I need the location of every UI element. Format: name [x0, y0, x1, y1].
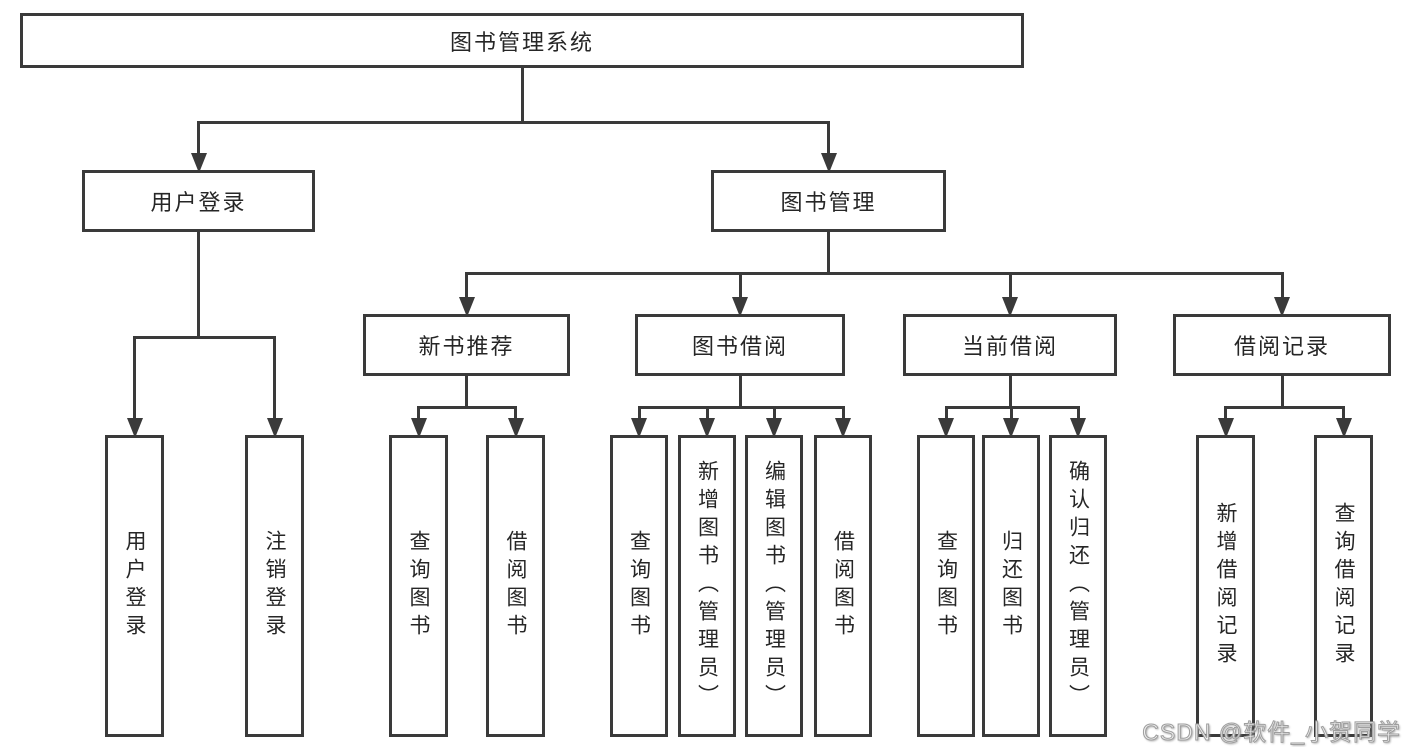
node-root: 图书管理系统 — [20, 13, 1024, 68]
arrowhead-icon — [820, 153, 837, 173]
arrowhead-icon — [766, 418, 782, 438]
node-label-leaf-bb-add-book: 新增图书（管理员） — [695, 460, 719, 712]
arrowhead-icon — [507, 418, 524, 438]
connector-line — [520, 68, 524, 124]
node-label-leaf-nb-borrow-book: 借阅图书 — [504, 530, 527, 642]
node-leaf-nb-borrow-book: 借阅图书 — [486, 435, 545, 737]
connector-line — [1224, 406, 1227, 425]
arrowhead-icon — [938, 418, 954, 438]
node-leaf-br-query-record: 查询借阅记录 — [1314, 435, 1373, 737]
connector-line — [637, 406, 845, 409]
arrowhead-icon — [1335, 418, 1352, 438]
node-borrow-records: 借阅记录 — [1173, 314, 1391, 376]
connector-line — [1342, 406, 1345, 425]
node-leaf-cb-query-book: 查询图书 — [917, 435, 975, 737]
connector-line — [705, 406, 709, 425]
connector-line — [841, 406, 845, 425]
node-label-leaf-br-query-record: 查询借阅记录 — [1332, 502, 1355, 670]
connector-line — [1008, 376, 1012, 409]
node-user-login: 用户登录 — [82, 170, 315, 232]
node-label-root: 图书管理系统 — [449, 29, 594, 55]
node-label-leaf-cb-return-book: 归还图书 — [999, 530, 1023, 642]
connector-line — [738, 376, 742, 409]
node-label-book-borrow: 图书借阅 — [691, 334, 788, 359]
node-label-new-book-recommend: 新书推荐 — [418, 334, 515, 359]
node-book-management: 图书管理 — [711, 170, 946, 232]
node-label-leaf-bb-edit-book: 编辑图书（管理员） — [762, 460, 786, 712]
arrowhead-icon — [458, 297, 475, 317]
connector-line — [133, 336, 276, 339]
node-leaf-logout: 注销登录 — [245, 435, 304, 737]
connector-line — [197, 232, 200, 339]
connector-line — [197, 121, 200, 160]
connector-line — [738, 272, 742, 304]
arrowhead-icon — [1070, 418, 1086, 438]
node-leaf-user-login: 用户登录 — [105, 435, 164, 737]
connector-line — [133, 336, 136, 425]
node-leaf-bb-borrow-book: 借阅图书 — [814, 435, 872, 737]
arrowhead-icon — [1217, 418, 1234, 438]
arrowhead-icon — [126, 418, 143, 438]
arrowhead-icon — [835, 418, 851, 438]
connector-line — [1280, 376, 1284, 409]
node-leaf-nb-query-book: 查询图书 — [389, 435, 448, 737]
connector-line — [514, 406, 517, 425]
node-label-leaf-cb-query-book: 查询图书 — [934, 530, 958, 642]
arrowhead-icon — [190, 153, 207, 173]
node-leaf-bb-edit-book: 编辑图书（管理员） — [745, 435, 803, 737]
node-leaf-bb-query-book: 查询图书 — [610, 435, 668, 737]
connector-line — [417, 406, 420, 425]
arrowhead-icon — [732, 297, 748, 317]
node-current-borrow: 当前借阅 — [903, 314, 1117, 376]
node-label-current-borrow: 当前借阅 — [961, 334, 1058, 359]
arrowhead-icon — [699, 418, 715, 438]
arrowhead-icon — [631, 418, 647, 438]
node-label-borrow-records: 借阅记录 — [1233, 334, 1330, 359]
connector-line — [465, 272, 468, 304]
node-new-book-recommend: 新书推荐 — [363, 314, 570, 376]
node-leaf-cb-return-book: 归还图书 — [982, 435, 1040, 737]
connector-line — [1224, 406, 1345, 409]
node-label-book-management: 图书管理 — [780, 190, 877, 215]
csdn-watermark: CSDN @软件_小贺同学 — [1142, 719, 1401, 746]
node-label-leaf-user-login: 用户登录 — [123, 530, 146, 642]
node-leaf-cb-confirm-return: 确认归还（管理员） — [1049, 435, 1107, 737]
node-label-leaf-nb-query-book: 查询图书 — [407, 530, 430, 642]
node-label-leaf-br-add-record: 新增借阅记录 — [1214, 502, 1237, 670]
arrowhead-icon — [1274, 297, 1290, 317]
connector-line — [637, 406, 641, 425]
node-label-leaf-cb-confirm-return: 确认归还（管理员） — [1066, 460, 1090, 712]
connector-line — [1076, 406, 1080, 425]
node-label-leaf-bb-borrow-book: 借阅图书 — [831, 530, 855, 642]
connector-line — [417, 406, 517, 409]
node-label-user-login: 用户登录 — [150, 190, 247, 215]
node-label-leaf-logout: 注销登录 — [263, 530, 286, 642]
arrowhead-icon — [1003, 418, 1019, 438]
node-label-leaf-bb-query-book: 查询图书 — [627, 530, 651, 642]
node-book-borrow: 图书借阅 — [635, 314, 845, 376]
connector-line — [465, 376, 468, 409]
connector-line — [197, 121, 830, 124]
connector-line — [465, 272, 1284, 275]
arrowhead-icon — [410, 418, 427, 438]
arrowhead-icon — [1002, 297, 1018, 317]
connector-line — [944, 406, 948, 425]
arrowhead-icon — [266, 418, 283, 438]
node-leaf-bb-add-book: 新增图书（管理员） — [678, 435, 736, 737]
connector-line — [273, 336, 276, 425]
connector-line — [1280, 272, 1284, 304]
connector-line — [1008, 272, 1012, 304]
connector-line — [772, 406, 776, 425]
connector-line — [827, 232, 830, 275]
connector-line — [827, 121, 830, 160]
node-leaf-br-add-record: 新增借阅记录 — [1196, 435, 1255, 737]
connector-line — [1009, 406, 1013, 425]
